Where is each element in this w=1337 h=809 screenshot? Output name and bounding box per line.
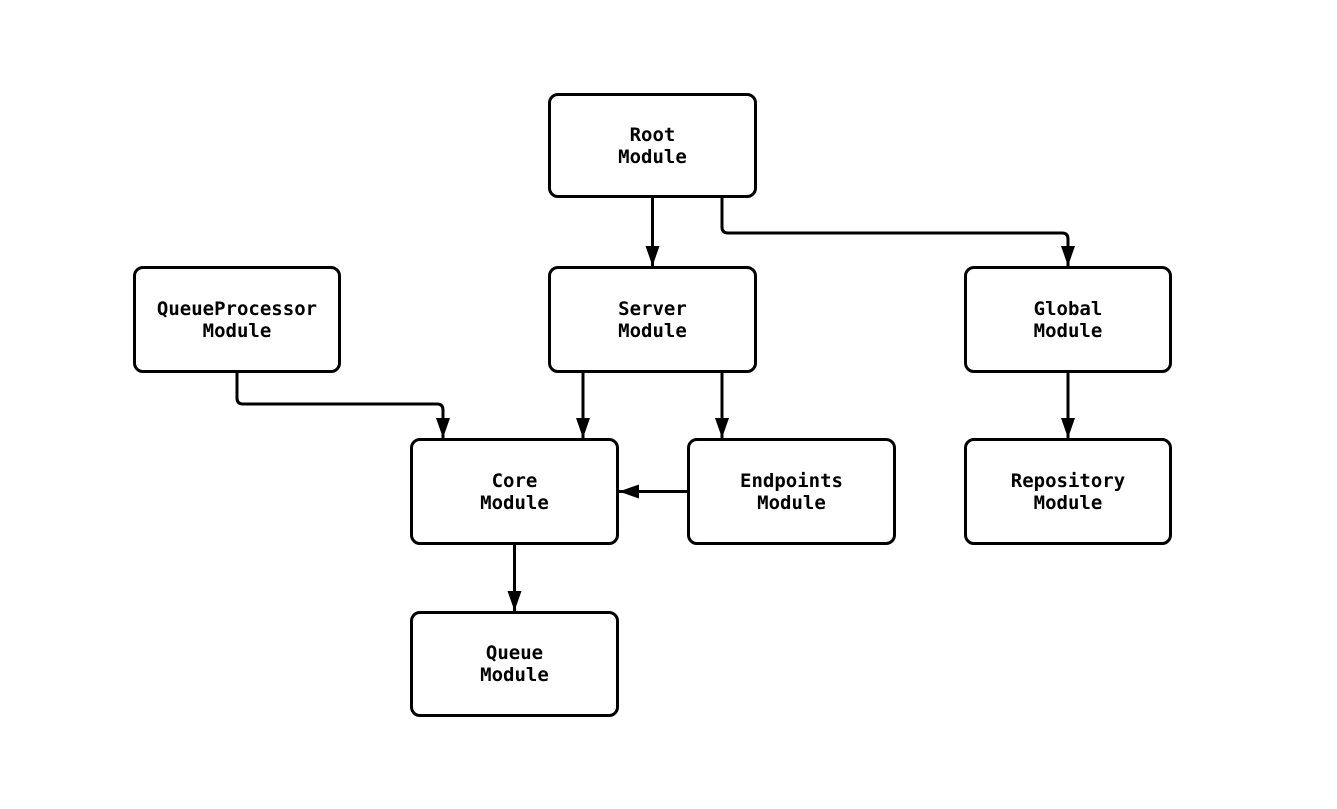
node-queue-module: Queue Module <box>410 611 619 717</box>
edge-queueprocessor-to-core <box>235 373 450 438</box>
node-label-core: Core Module <box>480 469 549 514</box>
node-global-module: Global Module <box>964 266 1172 373</box>
node-core-module: Core Module <box>410 438 619 545</box>
node-endpoints-module: Endpoints Module <box>687 438 896 545</box>
edge-group <box>235 198 1075 611</box>
node-label-root: Root Module <box>618 123 687 168</box>
node-label-server: Server Module <box>618 297 687 342</box>
edge-root-to-global <box>720 198 1075 266</box>
node-label-queue: Queue Module <box>480 642 549 686</box>
node-repository-module: Repository Module <box>964 438 1172 545</box>
node-server-module: Server Module <box>548 266 757 373</box>
node-queueprocessor-module: QueueProcessor Module <box>133 266 341 373</box>
node-label-repository: Repository Module <box>1010 469 1126 514</box>
node-label-global: Global Module <box>1033 297 1103 342</box>
node-label-queueprocessor: QueueProcessor Module <box>156 297 318 342</box>
node-root-module: Root Module <box>548 93 757 198</box>
node-label-endpoints: Endpoints Module <box>740 469 843 514</box>
